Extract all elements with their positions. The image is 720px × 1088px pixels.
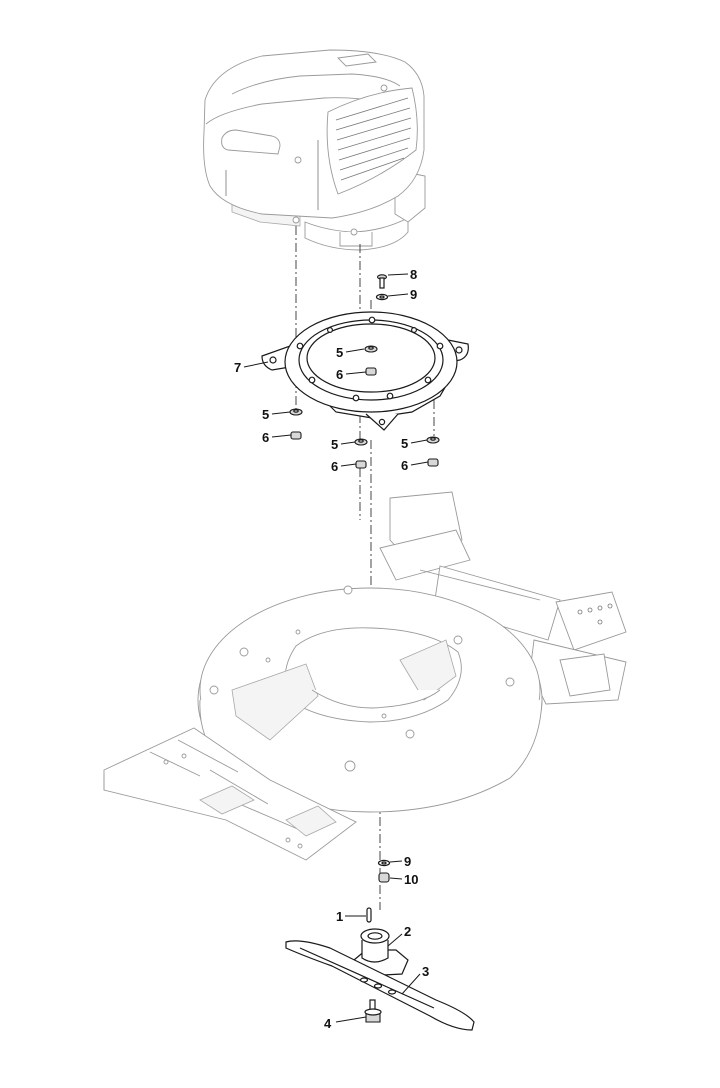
callout-9-top: 9	[387, 287, 417, 302]
callout-label: 6	[336, 367, 343, 382]
callout-label: 4	[324, 1016, 332, 1031]
callout-6-left: 6	[262, 430, 292, 445]
callout-label: 6	[401, 458, 408, 473]
callout-5-left: 5	[262, 407, 291, 422]
hardware-nut-6-mid	[355, 460, 367, 469]
hardware-washer-5-mid	[354, 438, 368, 446]
callout-6-mid: 6	[331, 459, 357, 474]
callout-label: 6	[331, 459, 338, 474]
blade-adapter-2	[353, 928, 409, 977]
callout-label: 1	[336, 909, 343, 924]
callout-label: 5	[401, 436, 408, 451]
callout-6-right: 6	[401, 458, 429, 473]
hardware-nut-6-right	[427, 458, 439, 467]
hardware-nut-6-center	[365, 367, 377, 376]
hardware-nut-10	[378, 872, 390, 883]
hardware-washer-5-left	[289, 408, 303, 416]
callout-label: 3	[422, 964, 429, 979]
engine-adapter-flange	[261, 311, 469, 431]
hardware-washer-5-center	[364, 345, 378, 353]
callout-10: 10	[389, 872, 418, 887]
callout-label: 7	[234, 360, 241, 375]
hardware-washer-5-right	[426, 436, 440, 444]
callout-5-mid: 5	[331, 437, 356, 452]
hardware-nut-6-left	[290, 431, 302, 440]
callout-2: 2	[387, 924, 411, 947]
callout-label: 2	[404, 924, 411, 939]
callout-label: 10	[404, 872, 418, 887]
hardware-washer-9-top	[375, 293, 389, 301]
callout-label: 9	[404, 854, 411, 869]
callout-5-center: 5	[336, 345, 365, 360]
callout-label: 5	[336, 345, 343, 360]
callout-4: 4	[324, 1016, 367, 1031]
blade-bolt-4	[364, 999, 382, 1023]
hardware-washer-9-bottom	[377, 859, 391, 867]
callout-6-center: 6	[336, 367, 367, 382]
callout-label: 9	[410, 287, 417, 302]
hardware-bolt-8	[376, 274, 388, 289]
callout-5-right: 5	[401, 436, 428, 451]
callout-label: 6	[262, 430, 269, 445]
callout-3: 3	[401, 964, 429, 995]
callout-1: 1	[336, 909, 366, 924]
callout-8: 8	[387, 267, 417, 282]
engine-unit	[203, 49, 426, 251]
callout-label: 5	[262, 407, 269, 422]
callout-9-bottom: 9	[389, 854, 411, 869]
woodruff-key-1	[366, 907, 372, 923]
cutting-blade-3	[285, 940, 475, 1031]
callout-7: 7	[234, 360, 269, 375]
mower-deck	[103, 491, 627, 861]
callout-label: 5	[331, 437, 338, 452]
callout-label: 8	[410, 267, 417, 282]
